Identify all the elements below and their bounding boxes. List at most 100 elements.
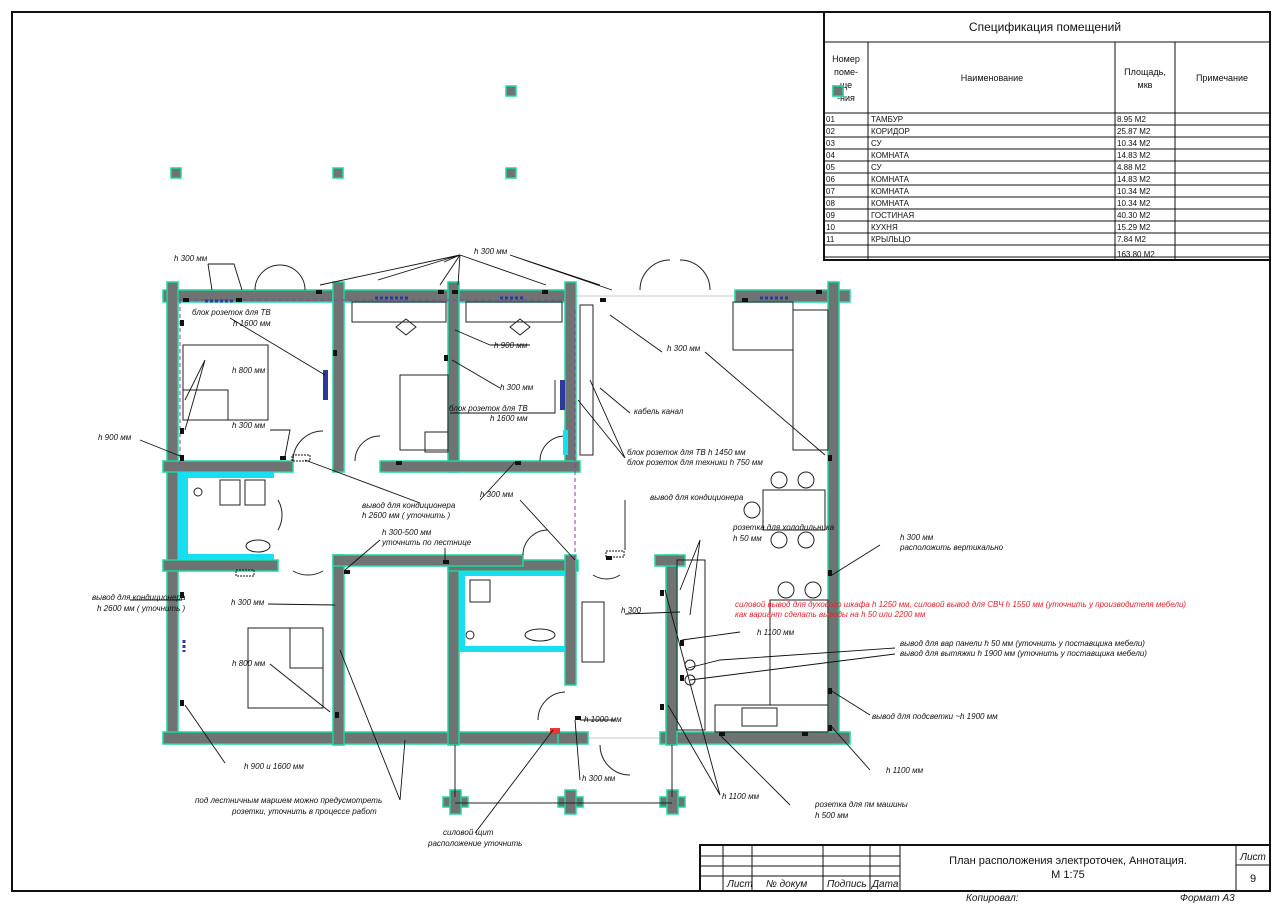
ann-stairs-note-2: розетки, уточнить в процессе работ [231, 807, 377, 816]
ann-panel: силовой щит [443, 828, 494, 837]
sheet-number: 9 [1250, 873, 1256, 885]
ann-h900-b: h 900 мм [494, 341, 528, 350]
spec-row-name: ТАМБУР [871, 115, 903, 124]
ann-h300-vertical: h 300 мм [900, 533, 934, 542]
ann-h300-d: h 300 мм [500, 383, 534, 392]
ann-stairs-note-1: под лестничным маршем можно предусмотрет… [195, 796, 382, 805]
spec-header-note: Примечание [1196, 73, 1248, 83]
drawing-title: План расположения электроточек, Аннотаци… [949, 855, 1187, 867]
spec-row-num: 07 [826, 187, 835, 196]
ann-h1100-b: h 1100 мм [886, 766, 924, 775]
spec-row-area: 25.87 М2 [1117, 127, 1151, 136]
ann-h800-a: h 800 мм [232, 366, 266, 375]
ann-h300-top-a: h 300 мм [174, 254, 208, 263]
copied-label: Копировал: [966, 893, 1019, 904]
title-block: Лист № докум Подпись Дата План расположе… [699, 844, 1271, 904]
spec-row-area: 10.34 М2 [1117, 199, 1151, 208]
spec-row-area: 15.29 М2 [1117, 223, 1151, 232]
spec-row-name: КРЫЛЬЦО [871, 235, 911, 244]
spec-row-num: 09 [826, 211, 835, 220]
ann-h300-top-b: h 300 мм [474, 247, 508, 256]
spec-total: 163.80 М2 [1117, 250, 1155, 259]
col-sheet: Лист [726, 879, 753, 890]
ann-tv-block-2: блок розеток для ТВ [449, 404, 528, 413]
spec-row-num: 08 [826, 199, 835, 208]
doors [254, 259, 711, 776]
ann-h300-c: h 300 мм [232, 421, 266, 430]
spec-row-area: 40.30 М2 [1117, 211, 1151, 220]
floor-plan: h 300 мм h 300 мм блок розеток для ТВ h … [92, 85, 1186, 848]
format-label: Формат А3 [1180, 893, 1235, 904]
spec-row-num: 05 [826, 163, 835, 172]
annotations: h 300 мм h 300 мм блок розеток для ТВ h … [92, 247, 1186, 848]
ann-hood: вывод для вытяжки h 1900 мм (уточнить у … [900, 649, 1147, 658]
ann-stairs-clarify: уточнить по лестнице [381, 538, 472, 547]
spec-row-num: 10 [826, 223, 835, 232]
ann-cable-channel: кабель канал [634, 407, 684, 416]
col-sign: Подпись [827, 879, 867, 890]
ann-power-red-1: силовой вывод для духового шкафа h 1250 … [735, 600, 1186, 609]
ann-h300-500: h 300-500 мм [382, 528, 432, 537]
spec-row-num: 02 [826, 127, 835, 136]
ann-washer-h: h 500 мм [815, 811, 849, 820]
furniture [182, 301, 829, 733]
col-date: Дата [871, 879, 899, 890]
spec-header-name: Наименование [961, 73, 1023, 83]
ann-tv-block-3: блок розеток для ТВ h 1450 мм [627, 448, 746, 457]
ann-h300-h: h 300 [621, 606, 642, 615]
ann-fridge-h: h 50 мм [733, 534, 762, 543]
spec-header-number-4: -ния [837, 93, 855, 103]
ann-backlight: вывод для подсветки ~h 1900 мм [872, 712, 998, 721]
exterior-walls [162, 281, 851, 745]
spec-row-name: КУХНЯ [871, 223, 898, 232]
spec-header-number-1: Номер [832, 54, 860, 64]
ann-tv-block-1: блок розеток для ТВ [192, 308, 271, 317]
ann-vertical: расположить вертикально [899, 543, 1004, 552]
ann-h900-1600: h 900 и 1600 мм [244, 762, 304, 771]
col-doc: № докум [766, 879, 807, 890]
spec-header-area-1: Площадь, [1124, 67, 1166, 77]
spec-row-num: 04 [826, 151, 835, 160]
spec-row-name: СУ [871, 163, 883, 172]
ann-h1100-a: h 1100 мм [757, 628, 795, 637]
spec-row-name: КОМНАТА [871, 187, 910, 196]
spec-row-area: 4.88 М2 [1117, 163, 1146, 172]
ann-tv-block-2-h: h 1600 мм [490, 414, 528, 423]
ann-ac-out-2: вывод для кондиционера [650, 493, 744, 502]
drawing-scale: М 1:75 [1051, 869, 1085, 881]
ann-tech-block: блок розеток для техники h 750 мм [627, 458, 763, 467]
spec-row-area: 8.95 М2 [1117, 115, 1146, 124]
spec-header-area-2: мкв [1138, 80, 1153, 90]
ann-ac-out-1-h: h 2600 мм ( уточнить ) [362, 511, 451, 520]
bathroom-fixtures [178, 472, 565, 652]
ann-h1000: h 1000 мм [584, 715, 622, 724]
windows [182, 296, 790, 652]
ann-h800-b: h 800 мм [232, 659, 266, 668]
ann-h300-e: h 300 мм [667, 344, 701, 353]
ann-h300-f: h 300 мм [480, 490, 514, 499]
spec-row-name: ГОСТИНАЯ [871, 211, 914, 220]
spec-row-name: КОМНАТА [871, 151, 910, 160]
ann-ac-out-3-h: h 2600 мм ( уточнить ) [97, 604, 186, 613]
spec-row-area: 10.34 М2 [1117, 139, 1151, 148]
spec-row-area: 14.83 М2 [1117, 151, 1151, 160]
column-markers [170, 85, 844, 179]
interior-walls [162, 281, 686, 746]
spec-row-name: КОМНАТА [871, 175, 910, 184]
spec-header-number-3: ще [840, 80, 852, 90]
ann-washer: розетка для пм машины [814, 800, 908, 809]
spec-row-name: КОМНАТА [871, 199, 910, 208]
ann-fridge: розетка для холодильника [732, 523, 835, 532]
spec-row-num: 03 [826, 139, 835, 148]
leader-lines [130, 254, 896, 834]
porch-columns [442, 745, 686, 815]
ann-tv-block-1-h: h 1600 мм [233, 319, 271, 328]
spec-row-area: 14.83 М2 [1117, 175, 1151, 184]
sheet-frame [11, 11, 1271, 892]
spec-header-number-2: поме- [834, 67, 858, 77]
spec-row-area: 7.84 М2 [1117, 235, 1146, 244]
ann-h300-g: h 300 мм [231, 598, 265, 607]
ann-ac-out-1: вывод для кондиционера [362, 501, 456, 510]
spec-row-area: 10.34 М2 [1117, 187, 1151, 196]
